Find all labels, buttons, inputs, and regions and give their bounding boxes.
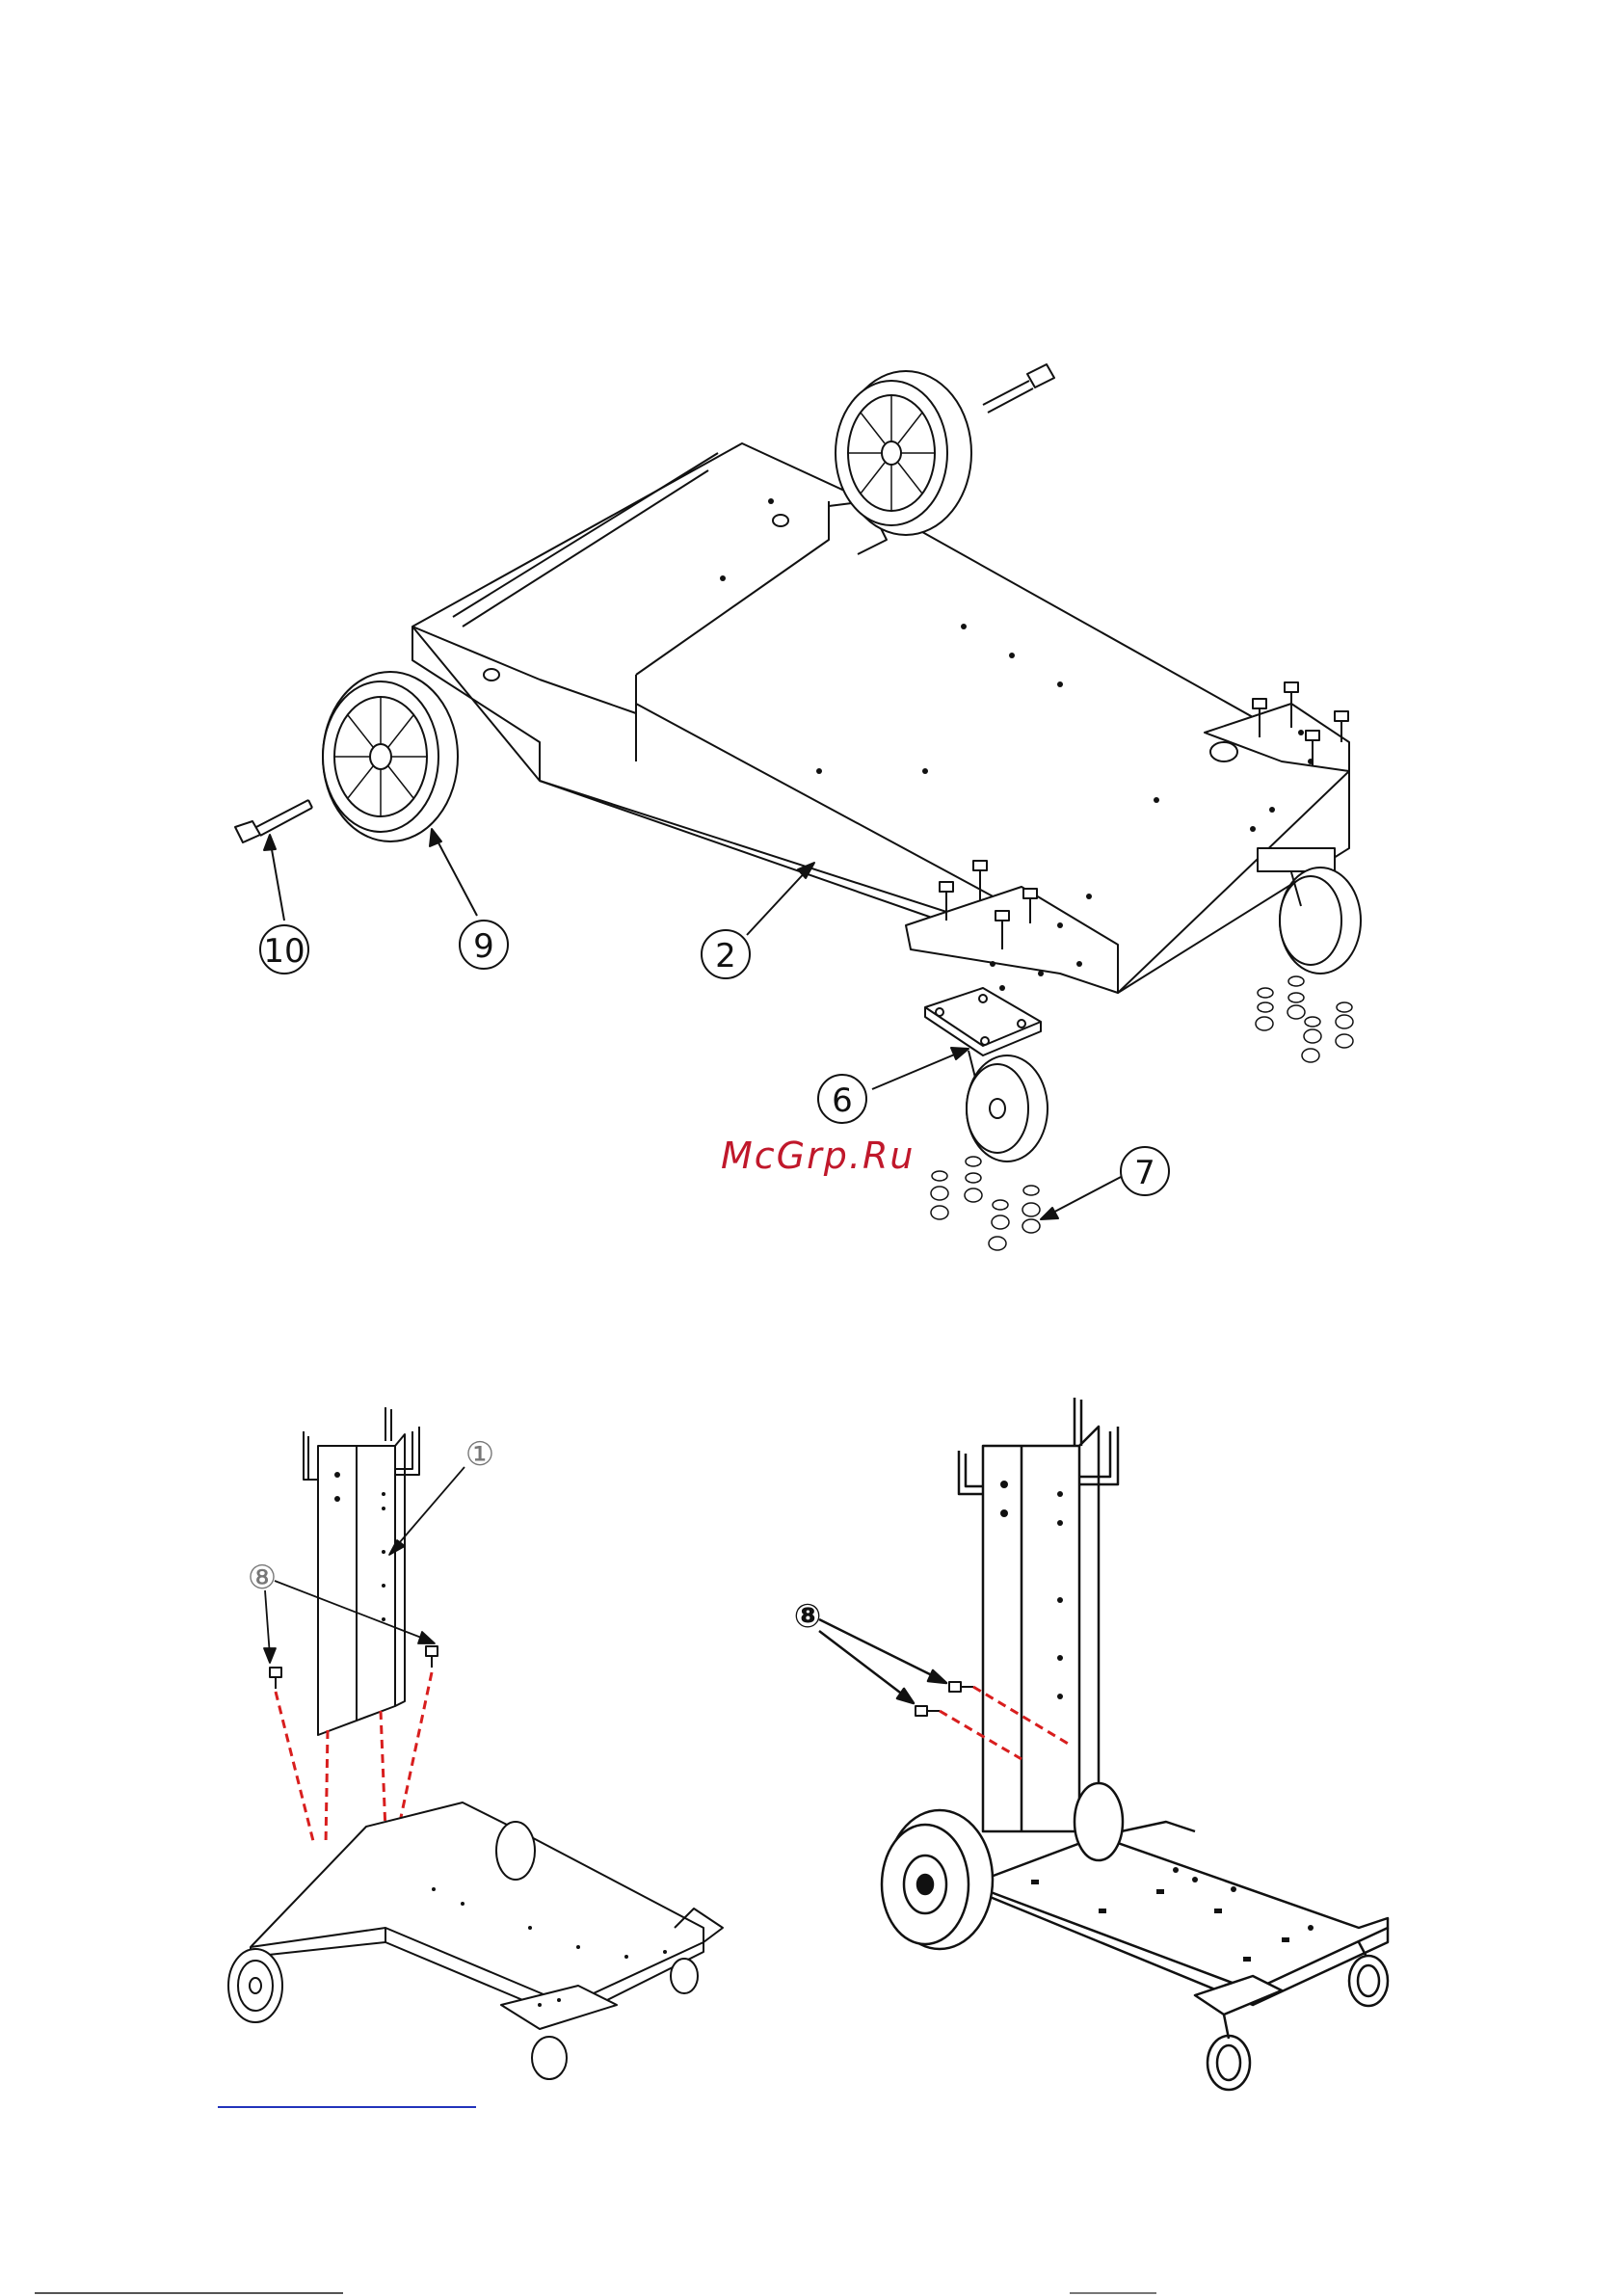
callout-2-label: 2 (715, 937, 736, 975)
callout-arrows-br (819, 1619, 946, 1703)
callout-8-label-right: ⑧ (794, 1597, 822, 1636)
footer-rule-right (1070, 2292, 1156, 2294)
left-wheel (323, 672, 458, 841)
axle-bolt-top (983, 364, 1054, 413)
column-insertion-view: ① ⑧ (212, 1388, 752, 2082)
column-assembled (959, 1398, 1118, 1831)
screw-left (270, 1668, 281, 1689)
axle-bolt-left (235, 800, 312, 842)
watermark: McGrp.Ru (721, 1135, 915, 1177)
callout-9-label: 9 (473, 927, 494, 966)
assembled-cart-view: ⑧ (790, 1369, 1426, 2101)
callout-8-label-left: ⑧ (248, 1559, 277, 1597)
callout-2: 2 (702, 930, 750, 978)
callout-6-label: 6 (832, 1081, 853, 1120)
cart-base-small (228, 1802, 723, 2079)
callout-7-label: 7 (1134, 1154, 1155, 1192)
nut-washer-cluster-front (931, 1157, 1040, 1250)
callout-9: 9 (460, 921, 508, 969)
screws-assembled (916, 1682, 973, 1716)
callout-7: 7 (1121, 1147, 1169, 1195)
callout-10-label: 10 (263, 932, 305, 971)
footer-link-underline[interactable] (218, 2106, 476, 2108)
footer-rule (35, 2292, 343, 2294)
callout-6: 6 (818, 1075, 866, 1123)
rear-caster-right (1258, 848, 1361, 974)
nut-washer-cluster-rear (1256, 976, 1353, 1062)
callout-10: 10 (260, 925, 308, 974)
cart-base-assembled (882, 1783, 1388, 2090)
column-upright (304, 1407, 419, 1735)
front-caster (925, 988, 1048, 1161)
cart-base-exploded-view: 10 9 2 6 7 McGrp.Ru (0, 0, 1619, 1292)
callout-1-label: ① (465, 1435, 494, 1474)
screw-right (426, 1646, 438, 1668)
